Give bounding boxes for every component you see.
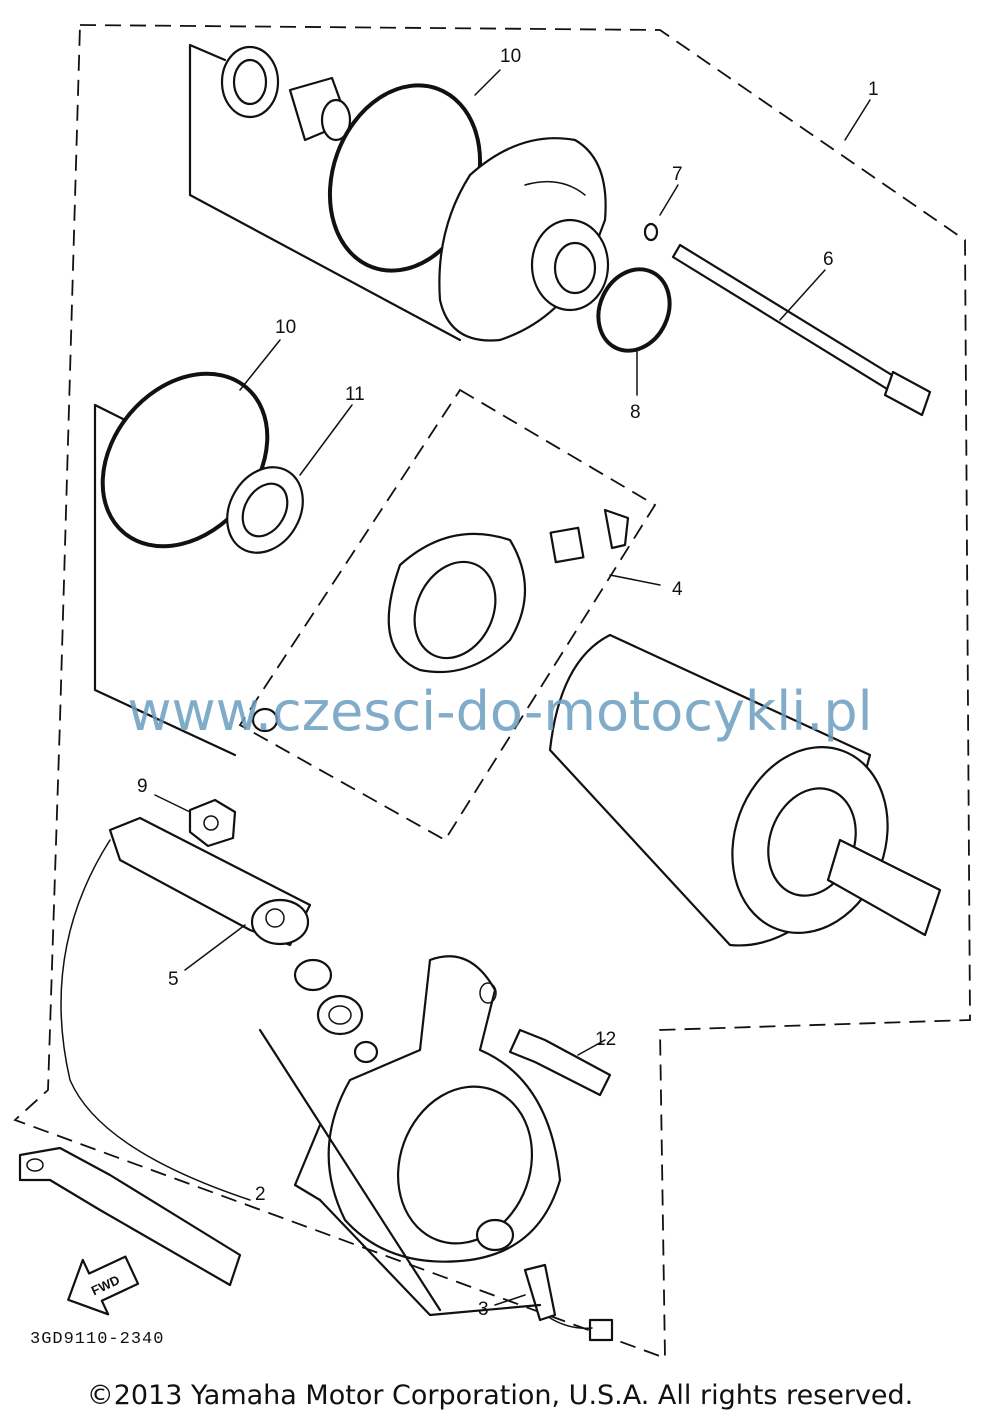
armature-yoke <box>548 633 942 947</box>
lead-wire <box>18 1146 242 1287</box>
brush-clip-upper <box>603 508 630 550</box>
callout-10-upper: 10 <box>500 46 521 67</box>
o-ring-medium <box>596 267 672 353</box>
brush-plate <box>387 532 526 674</box>
callout-5: 5 <box>168 969 179 990</box>
callout-6: 6 <box>823 249 834 270</box>
brush-holder-group-outline <box>238 388 657 842</box>
callout-11: 11 <box>345 384 365 405</box>
brush <box>549 526 585 564</box>
terminal-washer <box>316 994 364 1036</box>
mounting-bolt <box>508 1028 612 1097</box>
rear-group-outline <box>93 403 237 757</box>
thrust-washer <box>226 466 304 554</box>
starter-cable <box>60 816 312 1201</box>
terminal-bushing <box>293 958 333 992</box>
fwd-arrow-icon: FWD <box>67 1255 140 1316</box>
callout-9: 9 <box>137 776 148 797</box>
o-ring-small <box>643 222 659 242</box>
drawing-code: 3GD9110-2340 <box>30 1330 164 1349</box>
group-3-bracket <box>318 1198 542 1317</box>
copyright-notice: ©2013 Yamaha Motor Corporation, U.S.A. A… <box>86 1380 914 1411</box>
front-cover-group-outline <box>188 43 462 342</box>
callout-12: 12 <box>595 1029 616 1050</box>
callout-3: 3 <box>478 1299 489 1320</box>
oil-seal <box>220 45 280 119</box>
leader-lines <box>154 69 871 1306</box>
watermark-text: www.czesci-do-motocykli.pl <box>127 680 872 743</box>
brush-terminal <box>523 1263 614 1342</box>
callout-7: 7 <box>672 164 683 185</box>
callout-10-lower: 10 <box>275 317 296 338</box>
rear-cover <box>327 955 562 1263</box>
assembly-boundary-outline <box>13 24 971 1360</box>
group-2-bracket <box>258 1028 442 1312</box>
brush-clip-lower <box>251 707 279 733</box>
front-cover <box>438 137 610 342</box>
callout-1: 1 <box>868 79 879 100</box>
through-bolt <box>671 243 932 417</box>
callout-8: 8 <box>630 402 641 423</box>
terminal-o-ring <box>353 1040 379 1064</box>
needle-bearing <box>288 76 352 142</box>
callout-4: 4 <box>672 579 683 600</box>
callout-2: 2 <box>255 1184 266 1205</box>
terminal-nut <box>188 798 237 848</box>
